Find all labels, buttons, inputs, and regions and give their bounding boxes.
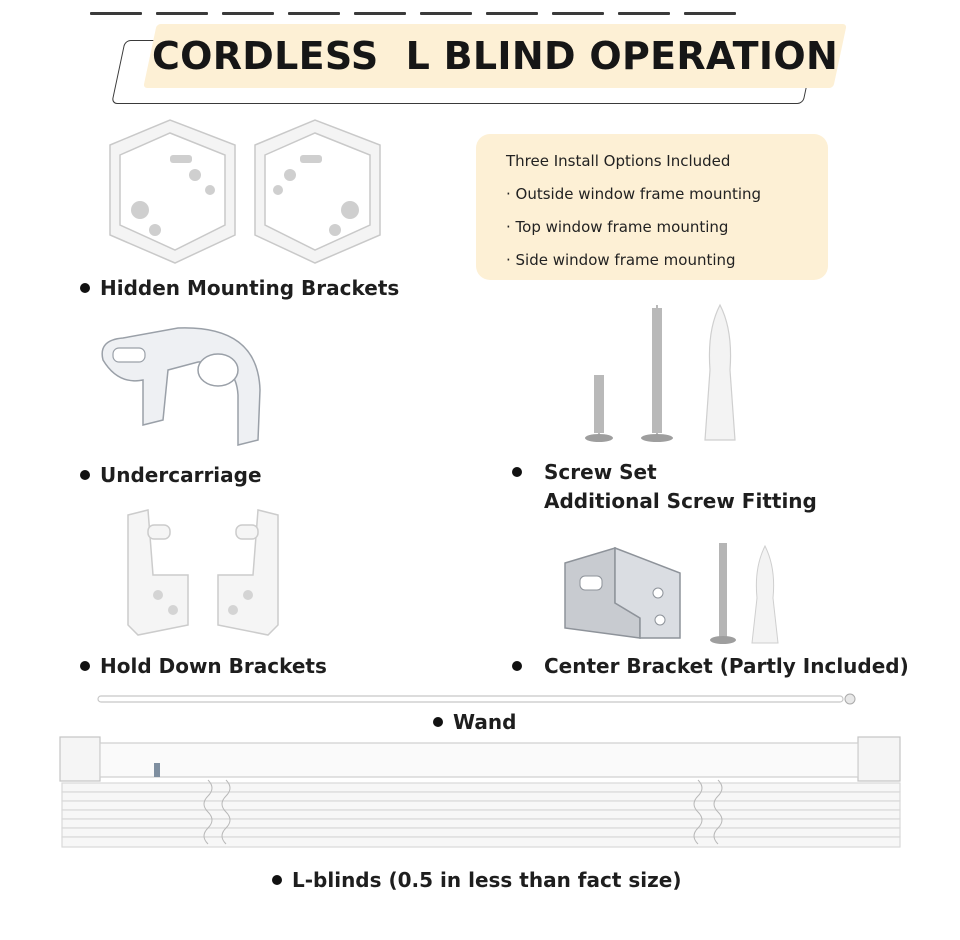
hidden-mounting-brackets-image xyxy=(109,119,381,264)
page-title: CORDLESS L BLIND OPERATION xyxy=(151,34,839,78)
label-screw-set-sub: Additional Screw Fitting xyxy=(544,489,817,513)
label-wand: Wand xyxy=(433,710,516,734)
undercarriage-image xyxy=(101,327,261,446)
label-text: L-blinds (0.5 in less than fact size) xyxy=(292,868,682,892)
wand-image xyxy=(97,693,856,705)
install-options-box: Three Install Options Included · Outside… xyxy=(476,134,828,280)
label-text: Hold Down Brackets xyxy=(100,654,327,678)
install-option-item: · Side window frame mounting xyxy=(506,251,736,269)
label-undercarriage: Undercarriage xyxy=(80,463,262,487)
label-screw-set: Screw Set xyxy=(512,460,657,484)
install-option-item: · Top window frame mounting xyxy=(506,218,729,236)
label-hold-down-brackets: Hold Down Brackets xyxy=(80,654,327,678)
install-options-heading: Three Install Options Included xyxy=(506,152,731,170)
bullet-icon xyxy=(80,469,90,480)
label-text: Undercarriage xyxy=(100,463,262,487)
bullet-icon xyxy=(512,660,522,671)
label-text: Screw Set xyxy=(544,460,657,484)
cropped-text-strip xyxy=(90,0,780,15)
bullet-icon xyxy=(80,660,90,671)
label-center-bracket: Center Bracket (Partly Included) xyxy=(512,654,909,678)
bullet-icon xyxy=(433,716,443,727)
bullet-icon xyxy=(512,466,522,477)
label-text: Hidden Mounting Brackets xyxy=(100,276,400,300)
screw-set-image xyxy=(585,303,736,442)
hold-down-brackets-image xyxy=(127,509,279,636)
label-text: Center Bracket (Partly Included) xyxy=(544,654,909,678)
center-bracket-image xyxy=(564,543,779,644)
label-hidden-brackets: Hidden Mounting Brackets xyxy=(80,276,399,300)
bullet-icon xyxy=(80,282,90,293)
l-blinds-image xyxy=(59,736,901,848)
label-l-blinds: L-blinds (0.5 in less than fact size) xyxy=(272,868,681,892)
bullet-icon xyxy=(272,874,282,885)
label-text: Wand xyxy=(453,710,517,734)
install-option-item: · Outside window frame mounting xyxy=(506,185,762,203)
